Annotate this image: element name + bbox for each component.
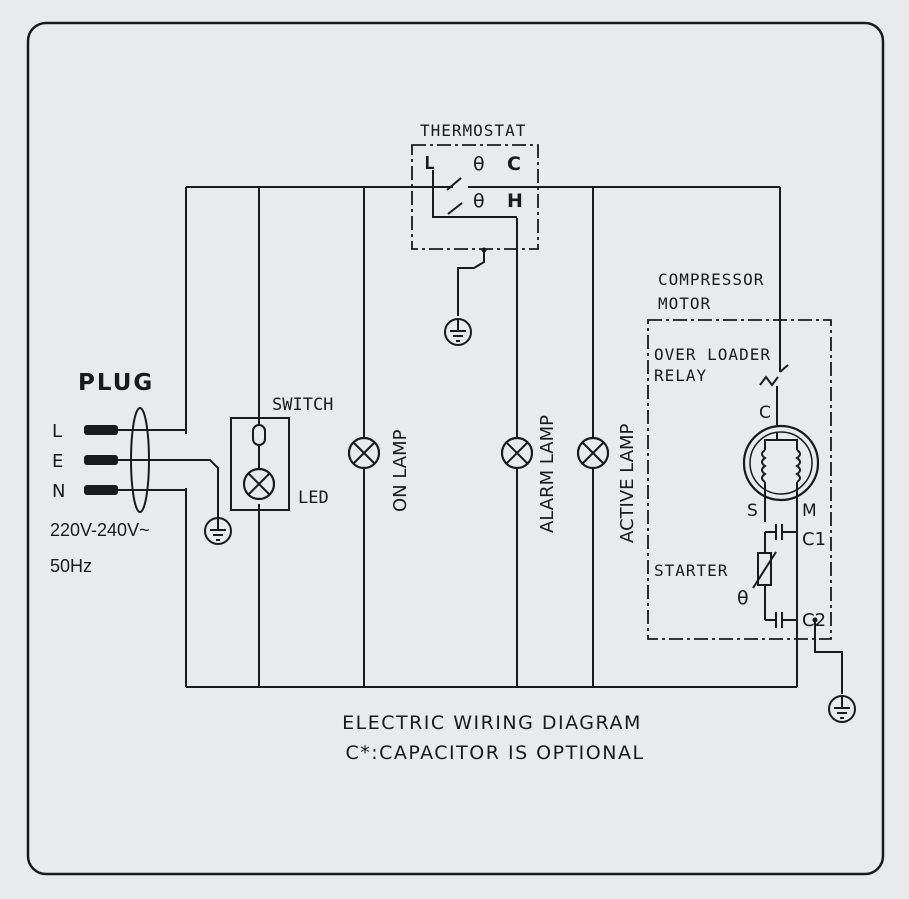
plug-pin-n: N (52, 481, 65, 502)
thermostat-pin-l: L (424, 153, 435, 174)
compressor-title-2: MOTOR (658, 294, 711, 313)
alarm-lamp-label: ALARM LAMP (537, 415, 558, 533)
ground-icon (204, 517, 232, 545)
plug-prong-n (84, 485, 118, 495)
compressor-title-1: COMPRESSOR (658, 270, 764, 289)
thermostat: THERMOSTAT L θ C θ H (411, 121, 539, 316)
caption-note: C*:CAPACITOR IS OPTIONAL (345, 742, 644, 764)
plug-voltage: 220V-240V~ (50, 520, 150, 540)
thermostat-theta-bottom: θ (473, 190, 485, 212)
diagram-frame (26, 21, 885, 876)
relay-label-1: OVER LOADER (654, 345, 771, 364)
capacitor-c1-label: C1 (802, 529, 826, 550)
switch-icon (252, 424, 266, 446)
ground-icon (828, 695, 856, 723)
bus-wires (185, 186, 797, 688)
on-lamp: ON LAMP (347, 429, 411, 512)
ground-icon (444, 318, 472, 346)
starter-label: STARTER (654, 561, 728, 580)
plug-prong-e (84, 455, 118, 465)
active-lamp: ACTIVE LAMP (576, 423, 638, 543)
capacitor-c2-icon (765, 612, 797, 628)
active-lamp-icon (576, 436, 610, 470)
thermostat-title: THERMOSTAT (420, 121, 526, 140)
plug-frequency: 50Hz (50, 556, 92, 576)
relay-label-2: RELAY (654, 366, 707, 385)
capacitor-c1-icon (765, 524, 797, 540)
overload-relay-icon (759, 364, 789, 426)
plug-prong-l (84, 425, 118, 435)
plug-pin-l: L (52, 421, 62, 442)
caption-title: ELECTRIC WIRING DIAGRAM (342, 712, 642, 734)
motor-pin-m: M (802, 501, 817, 521)
plug: PLUG L E N 220V-240V~ 50Hz (50, 370, 219, 576)
alarm-lamp-icon (500, 436, 534, 470)
thermostat-theta-top: θ (473, 153, 485, 175)
starter-theta: θ (737, 587, 749, 609)
on-lamp-label: ON LAMP (390, 429, 411, 512)
led-lamp-icon (242, 467, 276, 501)
switch-led-unit: SWITCH LED (230, 395, 333, 511)
switch-label: SWITCH (272, 395, 333, 415)
alarm-lamp: ALARM LAMP (500, 415, 558, 533)
thermostat-pin-c: C (507, 153, 521, 175)
motor-winding-icon (742, 424, 820, 522)
plug-pin-e: E (52, 451, 63, 472)
motor-pin-s: S (747, 501, 758, 521)
plug-title: PLUG (78, 370, 154, 396)
thermostat-pin-h: H (507, 190, 523, 212)
led-label: LED (298, 488, 329, 508)
compressor-motor: COMPRESSOR MOTOR OVER LOADER RELAY C S M (647, 270, 843, 694)
active-lamp-label: ACTIVE LAMP (617, 423, 638, 543)
motor-pin-c: C (759, 403, 771, 423)
on-lamp-icon (347, 436, 381, 470)
